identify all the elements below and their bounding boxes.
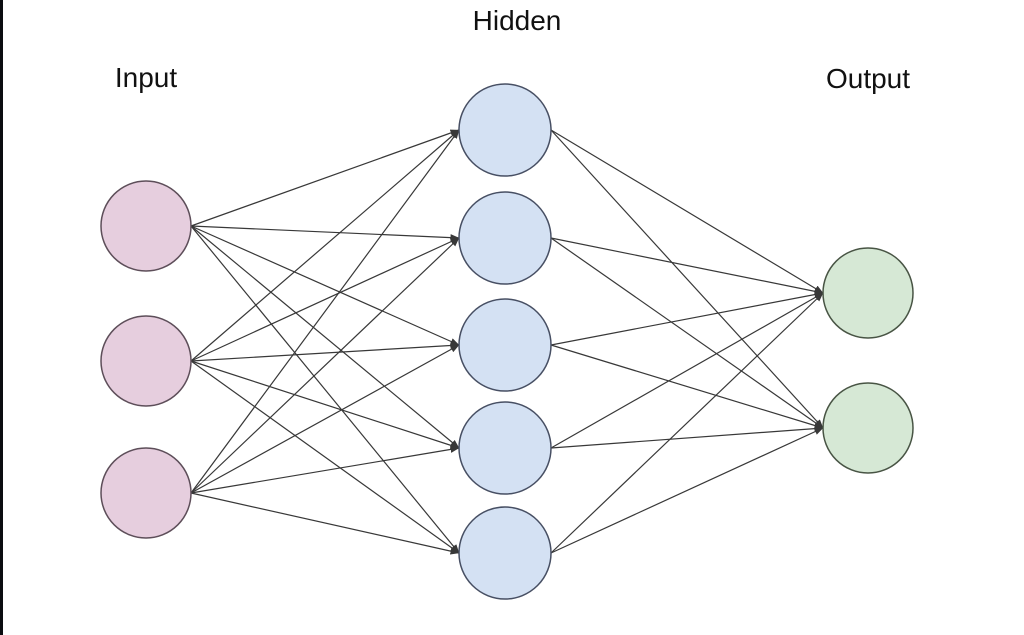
edge-i3-h5 — [190, 492, 460, 555]
output-node-o2 — [822, 382, 914, 474]
edge-i3-h4 — [190, 445, 460, 494]
edges-group — [190, 129, 824, 555]
edge-h3-o1 — [550, 291, 824, 346]
edge-h5-o1 — [550, 292, 824, 554]
edge-i1-h4 — [190, 225, 460, 449]
edge-i1-h3 — [190, 225, 460, 346]
hidden-node-h3 — [458, 298, 552, 392]
window-left-border — [0, 0, 3, 635]
edge-i3-h3 — [190, 344, 460, 494]
input-layer-label: Input — [114, 62, 178, 93]
hidden-node-h4 — [458, 401, 552, 495]
edge-i2-h5 — [190, 360, 460, 554]
edge-h5-o2 — [550, 427, 824, 554]
input-node-i3 — [100, 447, 192, 539]
edge-i2-h2 — [190, 237, 460, 362]
hidden-node-h2 — [458, 191, 552, 285]
input-node-i1 — [100, 180, 192, 272]
edge-h2-o1 — [550, 237, 824, 295]
edge-i3-h1 — [190, 129, 460, 494]
hidden-layer-label: Hidden — [472, 5, 562, 36]
edge-i2-h1 — [190, 129, 460, 362]
edge-i1-h1 — [190, 129, 460, 227]
edge-i2-h3 — [190, 342, 460, 362]
edge-i2-h4 — [190, 360, 460, 449]
edge-h4-o2 — [550, 425, 824, 449]
edge-i3-h2 — [190, 237, 460, 494]
output-layer-label: Output — [825, 63, 911, 94]
edge-h4-o1 — [550, 292, 824, 449]
output-node-o1 — [822, 247, 914, 339]
edge-h3-o2 — [550, 344, 824, 429]
input-node-i2 — [100, 315, 192, 407]
hidden-node-h1 — [458, 83, 552, 177]
edge-i1-h5 — [190, 225, 460, 554]
edge-h1-o2 — [550, 129, 824, 429]
nodes-group — [100, 83, 914, 600]
edge-h1-o1 — [550, 129, 824, 294]
edge-i1-h2 — [190, 225, 460, 242]
hidden-node-h5 — [458, 506, 552, 600]
edge-h2-o2 — [550, 237, 824, 429]
